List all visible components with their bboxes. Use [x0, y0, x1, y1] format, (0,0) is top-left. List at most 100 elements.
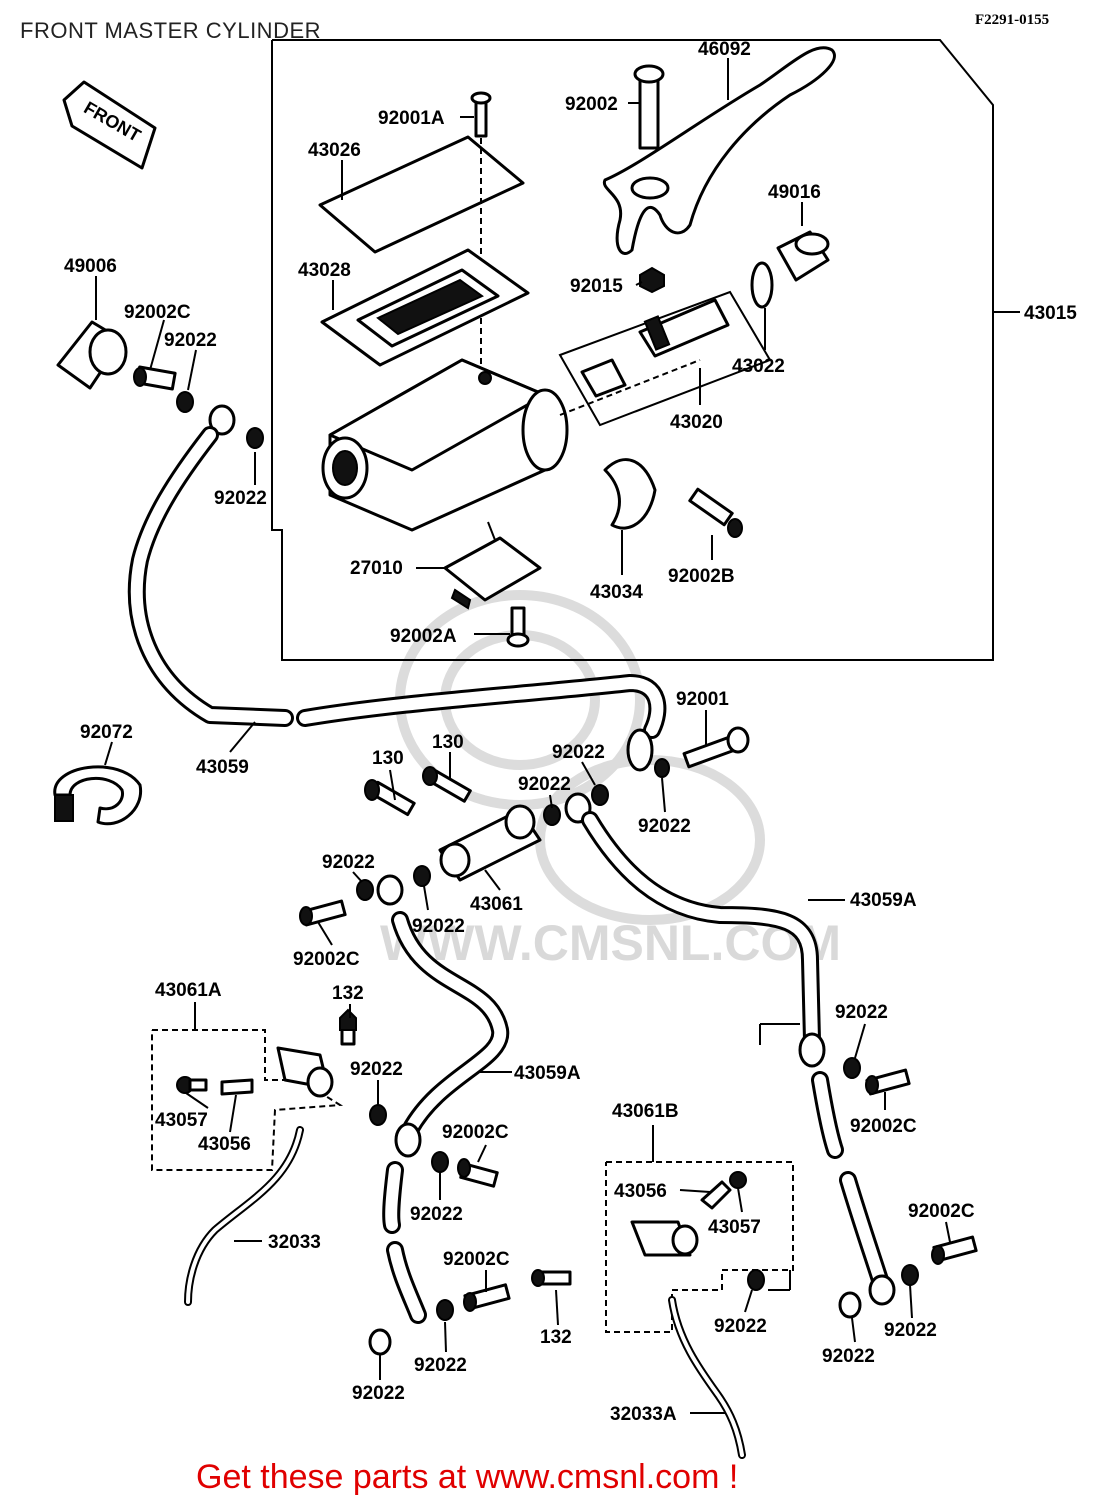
brake-tee-43061B	[630, 1220, 699, 1257]
part-label-92022-l: 92022	[884, 1320, 937, 1341]
reservoir-cap	[318, 135, 525, 254]
part-label-92015: 92015	[570, 276, 623, 297]
part-label-92022-f: 92022	[322, 852, 375, 873]
part-number-labels: 46092 92001A 92002 43026 49016 49006 430…	[64, 39, 1077, 1425]
group-43061B-box	[605, 1161, 794, 1333]
washer-92022-j	[368, 1328, 392, 1356]
part-label-43056-a: 43056	[198, 1134, 251, 1155]
part-label-92002C-e: 92002C	[908, 1201, 975, 1222]
part-label-43059A-b: 43059A	[514, 1063, 581, 1084]
part-label-43022: 43022	[732, 356, 785, 377]
washer-92022-a	[176, 391, 194, 413]
screw-92001A	[470, 91, 492, 138]
part-label-32033: 32033	[268, 1232, 321, 1253]
brake-pipe-32033	[184, 1126, 304, 1306]
piston-assembly-43020	[558, 290, 772, 427]
brake-tee-43061A	[276, 1046, 334, 1098]
part-label-92002: 92002	[565, 94, 618, 115]
part-label-92022-c: 92022	[552, 742, 605, 763]
part-label-32033A: 32033A	[610, 1404, 677, 1425]
part-label-43057-a: 43057	[155, 1110, 208, 1131]
banjo-bolt-92002C-b	[299, 899, 347, 927]
part-label-92022-i: 92022	[350, 1059, 403, 1080]
washer-92022-b	[246, 427, 264, 449]
part-label-43059: 43059	[196, 757, 249, 778]
part-label-92002A: 92002A	[390, 626, 457, 647]
part-label-49006: 49006	[64, 256, 117, 277]
part-label-92022-o: 92022	[352, 1383, 405, 1404]
part-label-92022-m: 92022	[822, 1346, 875, 1367]
leader-lines	[95, 58, 951, 1414]
bolt-132-b	[531, 1269, 572, 1287]
part-label-92002C-d: 92002C	[850, 1116, 917, 1137]
part-label-92002C-c: 92002C	[442, 1122, 509, 1143]
circlip-43022	[750, 261, 774, 309]
part-label-43057-b: 43057	[708, 1217, 761, 1238]
washer-92022-e	[356, 879, 374, 901]
banjo-bolt-92002C-d	[457, 1158, 499, 1188]
part-label-132-b: 132	[540, 1327, 572, 1348]
part-label-92001A: 92001A	[378, 108, 445, 129]
nut-92015	[639, 266, 665, 294]
part-label-43026: 43026	[308, 140, 361, 161]
bolt-92001	[682, 726, 750, 769]
bolt-92002B	[688, 487, 743, 538]
brake-joint-43061	[438, 804, 542, 882]
part-label-132-a: 132	[332, 983, 364, 1004]
washer-92022-f	[413, 865, 431, 887]
part-label-92022-k: 92022	[714, 1316, 767, 1337]
group-43061A-box	[151, 1029, 344, 1171]
pivot-bolt-92002	[633, 64, 665, 150]
washer-92022-i	[431, 1151, 449, 1173]
part-label-43028: 43028	[298, 260, 351, 281]
part-label-92022-g: 92022	[412, 916, 465, 937]
bleeder-screw-43056-b	[700, 1180, 732, 1210]
hose-clamp-92072	[53, 765, 143, 826]
washer-92022-m	[838, 1291, 862, 1319]
part-label-92022-a: 92022	[164, 330, 217, 351]
part-label-92001: 92001	[676, 689, 729, 710]
clamp-43034	[603, 458, 657, 530]
part-label-43061B: 43061B	[612, 1101, 679, 1122]
screw-92002A	[506, 606, 530, 648]
bleeder-screw-43056-a	[220, 1078, 254, 1096]
master-cylinder-body	[321, 358, 569, 532]
part-label-43061: 43061	[470, 894, 523, 915]
bleeder-43057-a	[176, 1076, 208, 1094]
washer-92022-k	[747, 1269, 765, 1291]
part-label-92002C-a: 92002C	[124, 302, 191, 323]
washer-92022-d	[591, 784, 609, 806]
part-label-92022-n: 92022	[414, 1355, 467, 1376]
part-label-92022-h: 92022	[835, 1002, 888, 1023]
bolt-132-a	[339, 1008, 357, 1046]
part-label-43059A-a: 43059A	[850, 890, 917, 911]
part-label-43056-b: 43056	[614, 1181, 667, 1202]
banjo-bolt-92002C-f	[931, 1235, 978, 1265]
part-label-43020: 43020	[670, 412, 723, 433]
part-label-92022-b: 92022	[214, 488, 267, 509]
washer-92022-h	[369, 1104, 387, 1126]
part-label-49016: 49016	[768, 182, 821, 203]
part-label-92002B: 92002B	[668, 566, 735, 587]
brake-switch-27010	[443, 521, 542, 610]
washer-92022-l	[901, 1264, 919, 1286]
bolt-130-a	[364, 779, 416, 817]
part-label-43061A: 43061A	[155, 980, 222, 1001]
banjo-bolt-92002C-a	[133, 365, 177, 391]
part-label-130-a: 130	[372, 748, 404, 769]
washer-92022-g	[843, 1057, 861, 1079]
footer-cta-link[interactable]: Get these parts at www.cmsnl.com !	[196, 1458, 738, 1496]
part-label-92022-j: 92022	[410, 1204, 463, 1225]
part-label-130-b: 130	[432, 732, 464, 753]
cap-49006	[56, 320, 128, 390]
bolt-130-b	[422, 766, 472, 803]
assembly-43015-outline	[271, 39, 994, 661]
part-label-43034: 43034	[590, 582, 643, 603]
brake-lever	[602, 46, 836, 255]
dust-boot-49016	[776, 230, 830, 282]
page-title: FRONT MASTER CYLINDER	[20, 18, 321, 43]
part-label-92002C-b: 92002C	[293, 949, 360, 970]
part-label-92022-d: 92022	[518, 774, 571, 795]
part-label-43015: 43015	[1024, 303, 1077, 324]
